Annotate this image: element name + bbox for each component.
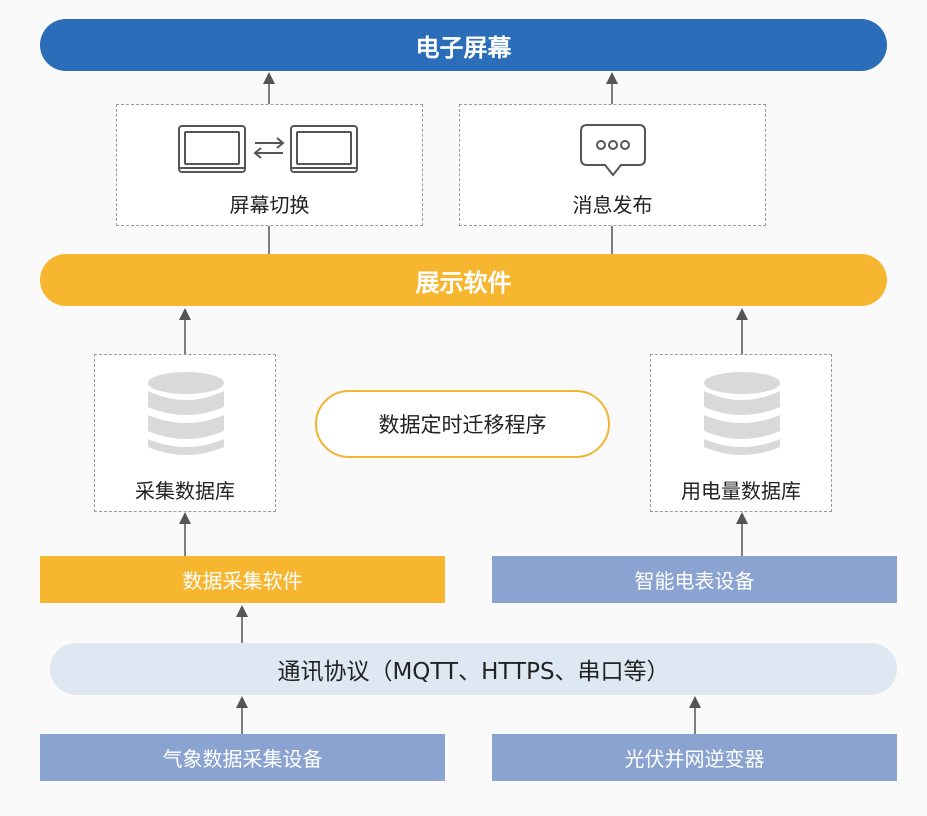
weather-device-bar: 气象数据采集设备 [40, 734, 445, 781]
database-icon [704, 372, 780, 455]
electronic-screen-bar: 电子屏幕 [40, 19, 887, 71]
data-migration-program: 数据定时迁移程序 [315, 390, 610, 458]
chat-bubble-icon [580, 124, 646, 177]
power-database-label: 用电量数据库 [681, 479, 801, 503]
screen-switch-box: 屏幕切换 [116, 104, 423, 226]
screen-switch-icon [178, 125, 358, 173]
power-database-box: 用电量数据库 [650, 354, 832, 512]
data-collect-software-bar: 数据采集软件 [40, 556, 445, 603]
message-publish-box: 消息发布 [459, 104, 766, 226]
smart-meter-bar: 智能电表设备 [492, 556, 897, 603]
display-software-bar: 展示软件 [40, 254, 887, 306]
protocol-bar: 通讯协议（MQTT、HTTPS、串口等） [50, 643, 897, 695]
database-icon [148, 372, 224, 455]
collect-database-label: 采集数据库 [135, 479, 235, 503]
inverter-bar: 光伏并网逆变器 [492, 734, 897, 781]
screen-switch-label: 屏幕切换 [229, 193, 310, 217]
collect-database-box: 采集数据库 [94, 354, 276, 512]
message-publish-label: 消息发布 [572, 193, 653, 217]
